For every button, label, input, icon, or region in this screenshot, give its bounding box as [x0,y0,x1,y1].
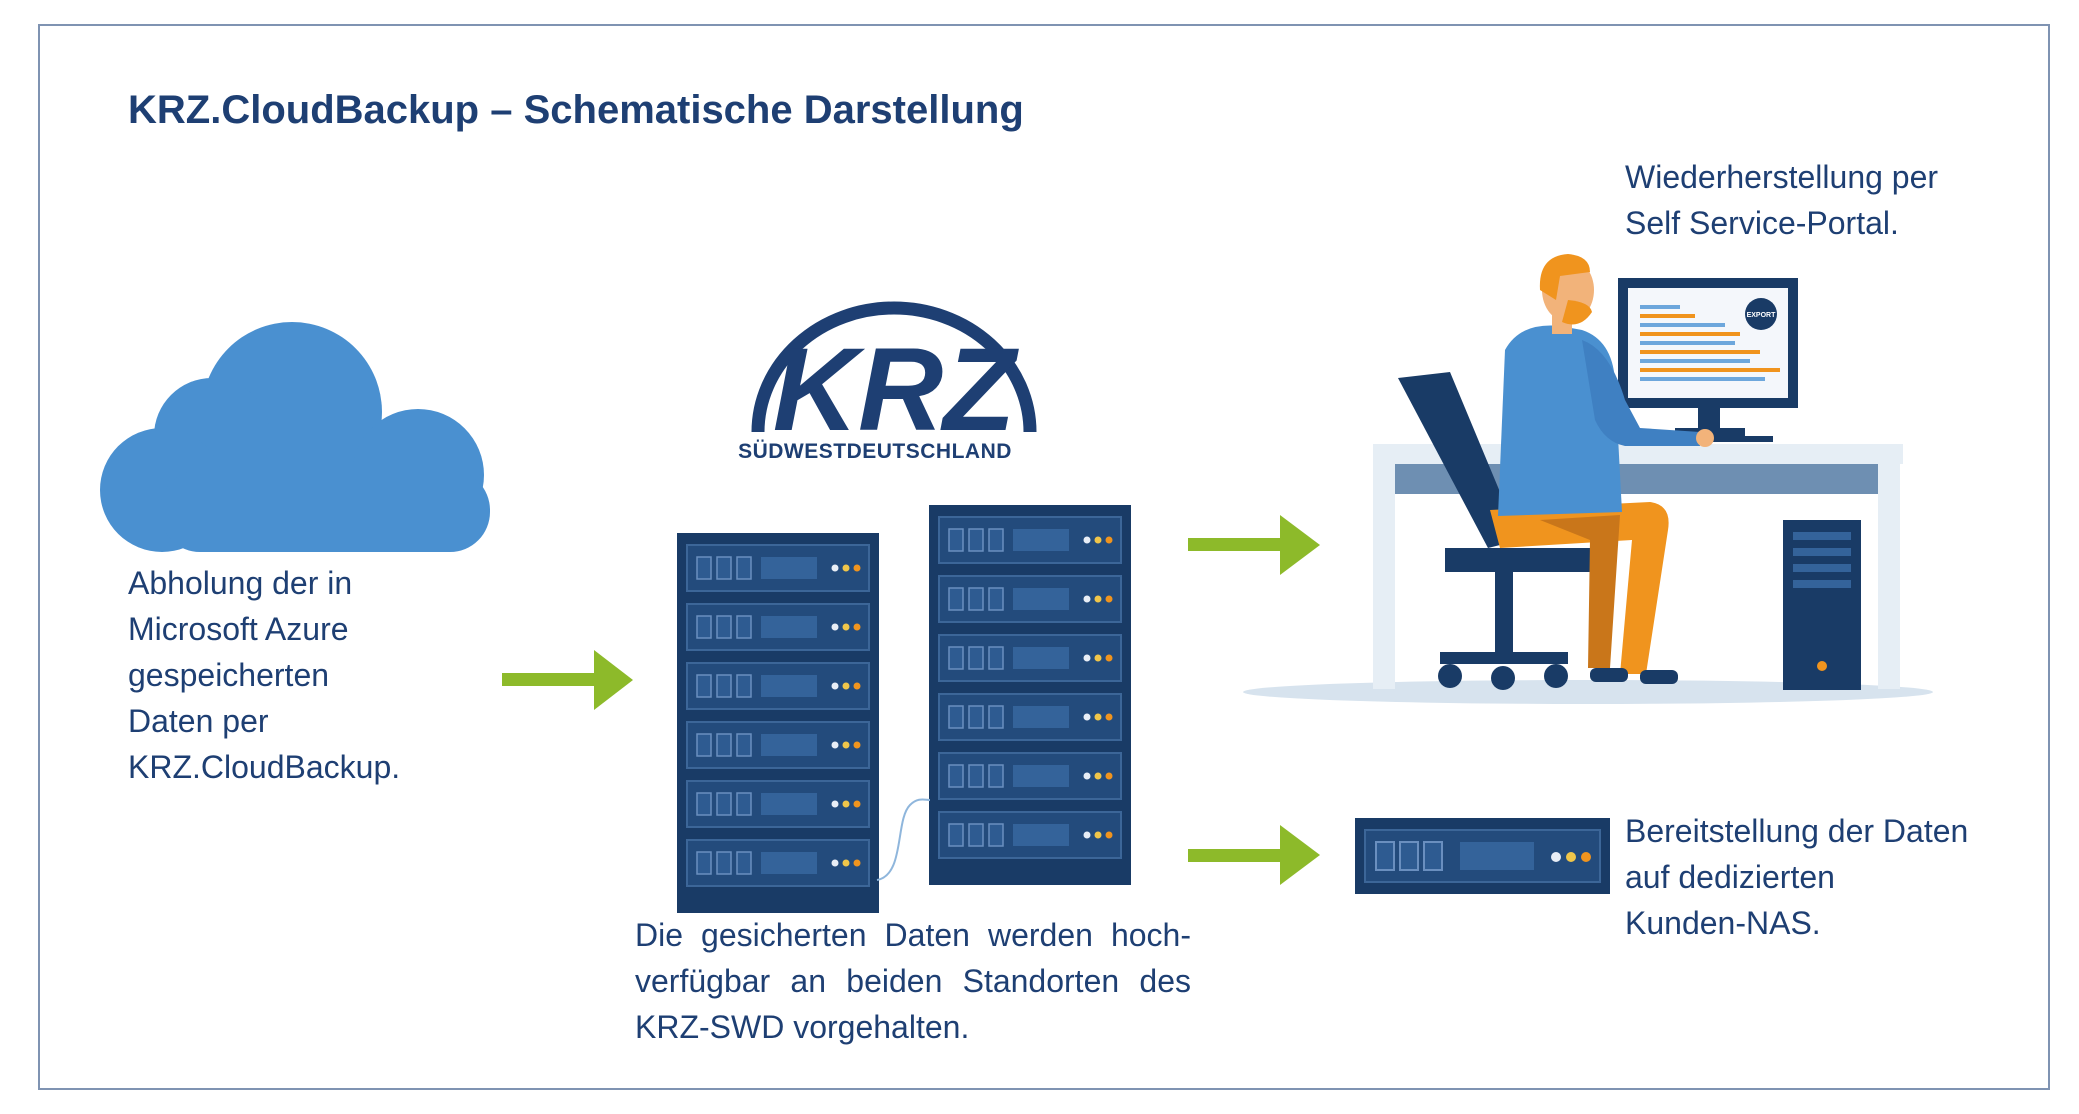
page-title: KRZ.CloudBackup – Schematische Darstellu… [128,88,1024,132]
diagram-frame [38,24,2050,1090]
rack-unit [686,721,870,769]
office-chair-icon [1398,372,1608,690]
rack-unit [938,752,1122,800]
step-restore-text: Wiederherstellung per Self Service-Porta… [1625,159,1939,241]
person-icon [1490,254,1714,684]
rack-cable [876,798,931,881]
krz-logo: KRZ [751,301,1037,456]
nas-device-icon [1355,818,1610,894]
workstation-illustration: EXPORT [1243,254,1933,704]
server-rack-right [929,505,1131,885]
rack-unit [686,780,870,828]
rack-unit [938,516,1122,564]
rack-unit [686,544,870,592]
rack-unit [938,575,1122,623]
rack-unit [938,811,1122,859]
step-collect-text: Abholung der in Microsoft Azure gespeich… [128,565,401,785]
pc-tower-icon [1783,520,1861,690]
step-datacenter-text: Die gesicherten Daten werden hoch- verfü… [635,917,1191,1045]
step-nas-text: Bereitstellung der Daten auf dedizierten… [1625,813,1969,941]
arrow-to-datacenter [502,650,633,710]
monitor-icon: EXPORT [1618,278,1798,436]
rack-unit [686,839,870,887]
export-badge: EXPORT [1747,312,1777,319]
logo-subtitle: SÜDWESTDEUTSCHLAND [738,440,1012,463]
arrow-to-restore [1188,515,1320,575]
logo-letters: KRZ [773,324,1019,456]
rack-unit [938,634,1122,682]
rack-unit [686,603,870,651]
cloud-icon [100,322,490,552]
arrow-to-nas [1188,825,1320,885]
server-rack-left [677,533,879,913]
rack-unit [938,693,1122,741]
rack-unit [686,662,870,710]
